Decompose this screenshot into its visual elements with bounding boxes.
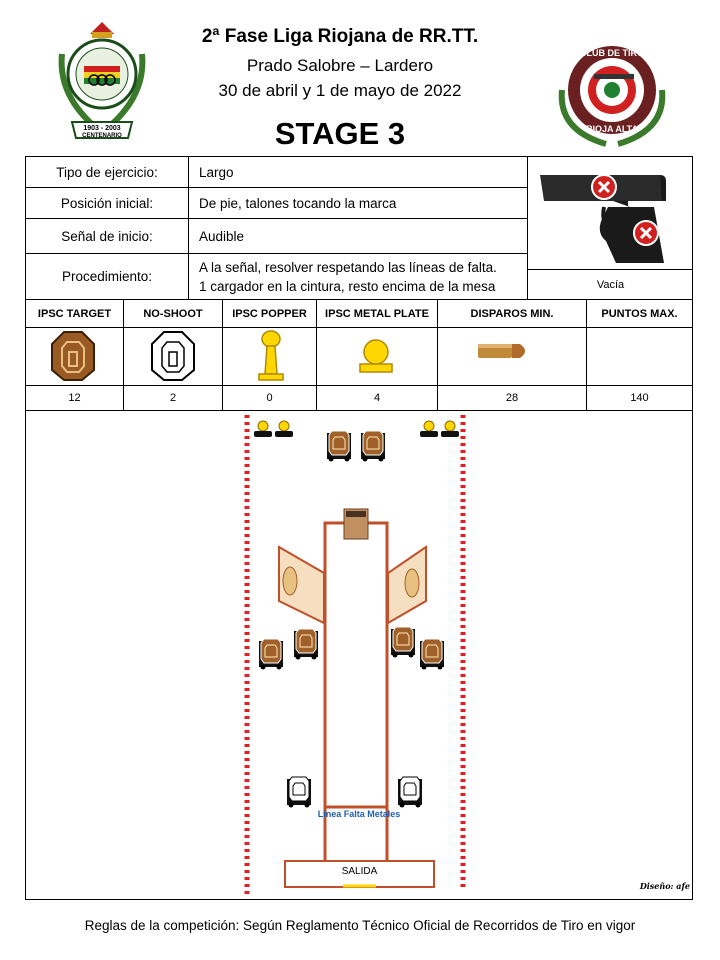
procedure-line-2: 1 cargador en la cintura, resto encima d… [199, 278, 496, 294]
stage-title: 2ª Fase Liga Riojana de RR.TT. [201, 26, 479, 47]
metal-plate-icon [359, 339, 393, 373]
info-value-type: Largo [199, 164, 234, 180]
header-ipsc-target: IPSC TARGET [37, 307, 112, 320]
count-ipsc-target: 12 [68, 392, 81, 404]
svg-text:RIOJA ALTA: RIOJA ALTA [586, 124, 638, 134]
count-metal-plate: 4 [373, 392, 381, 404]
popper-icon [258, 330, 284, 381]
logo-left-year: 1903 - 2003 [83, 125, 120, 132]
venue-text: Prado Salobre – Lardero [246, 56, 434, 75]
header-ipsc-popper: IPSC POPPER [232, 307, 307, 320]
logo-left-caption: CENTENARIO [82, 133, 122, 139]
info-label-position: Posición inicial: [60, 195, 154, 211]
fault-line-label: Línea Falta Metales [317, 809, 401, 819]
footer-rules: Reglas de la competición: Según Reglamen… [84, 918, 636, 933]
count-no-shoot: 2 [169, 392, 177, 404]
stage-diagram: Línea Falta Metales SALIDA Diseño: afe [25, 410, 693, 900]
info-label-type: Tipo de ejercicio: [56, 164, 158, 180]
bullet-icon [478, 344, 525, 358]
info-label-procedure: Procedimiento: [61, 269, 153, 284]
header-max-points: PUNTOS MAX. [601, 307, 678, 320]
svg-text:CLUB DE TIRO: CLUB DE TIRO [580, 48, 644, 58]
start-label: SALIDA [341, 866, 378, 877]
count-max-points: 140 [630, 392, 649, 404]
designer-credit: Diseño: afe [639, 881, 690, 891]
club-logo: CLUB DE TIRO RIOJA ALTA [558, 46, 666, 147]
procedure-line-1: A la señal, resolver respetando las líne… [199, 259, 497, 275]
dates-text: 30 de abril y 1 de mayo de 2022 [218, 81, 462, 100]
info-value-procedure: A la señal, resolver respetando las líne… [189, 254, 527, 299]
federation-logo: 1903 - 2003 CENTENARIO [58, 22, 146, 139]
weapon-state: Vacía [596, 278, 625, 291]
targets-table: IPSC TARGET NO-SHOOT IPSC POPPER IPSC ME… [25, 299, 693, 411]
count-popper: 0 [266, 392, 273, 404]
stage-layout-drawing [244, 415, 466, 895]
no-shoot-icon [151, 331, 195, 381]
pistol-icon [540, 174, 666, 263]
info-table: Tipo de ejercicio: Largo Posición inicia… [25, 156, 693, 300]
stage-number: STAGE 3 [274, 116, 406, 151]
header-min-shots: DISPAROS MIN. [470, 307, 554, 320]
info-value-signal: Audible [199, 228, 245, 244]
count-min-shots: 28 [505, 392, 519, 404]
ipsc-target-icon [51, 331, 95, 381]
header-no-shoot: NO-SHOOT [143, 307, 203, 320]
info-value-position: De pie, talones tocando la marca [199, 195, 397, 211]
info-label-signal: Señal de inicio: [61, 228, 153, 244]
header-metal-plate: IPSC METAL PLATE [325, 307, 429, 320]
